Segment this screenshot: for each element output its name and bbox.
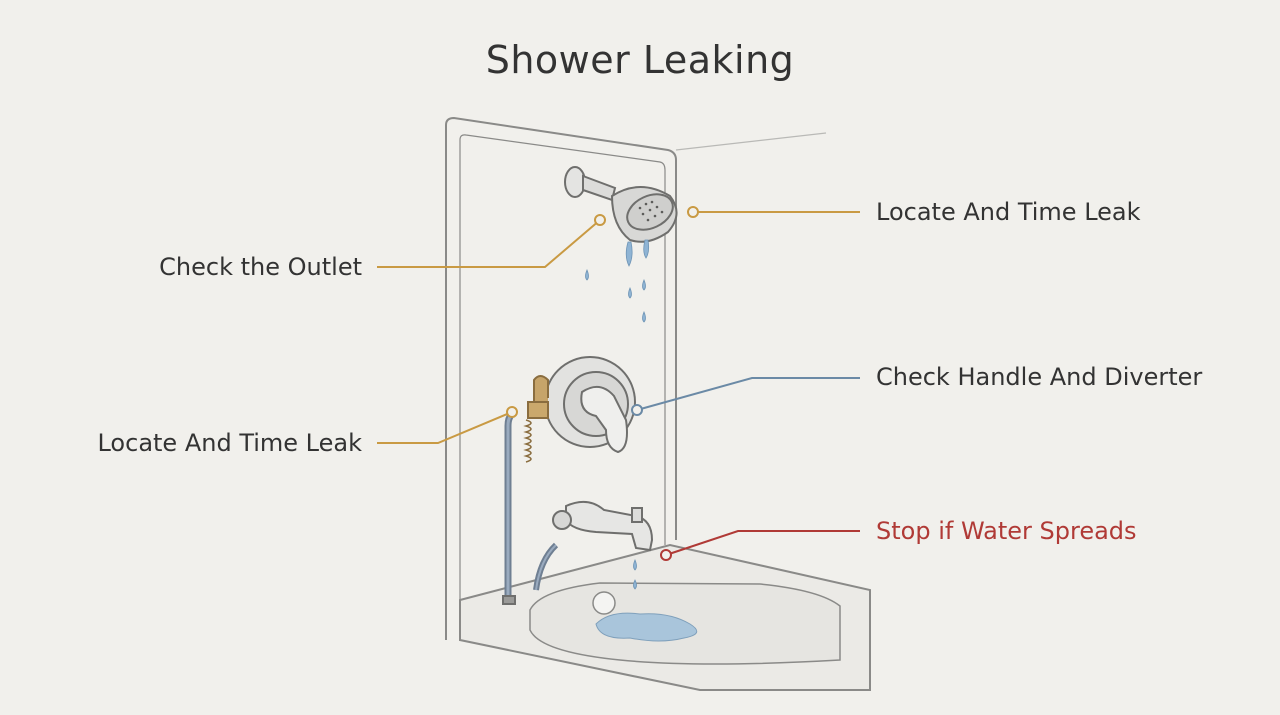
tub-spout [533, 500, 654, 591]
wall-panel [445, 116, 827, 640]
callout-showerhead-label: Locate And Time Leak [876, 198, 1141, 226]
callout-supply-label: Locate And Time Leak [97, 429, 362, 457]
shower-valve [544, 356, 636, 454]
water-puddle [595, 612, 698, 642]
leader-spout [665, 530, 860, 556]
leader-supply [377, 411, 513, 444]
callout-leaders [377, 206, 860, 561]
leader-outlet [377, 219, 601, 268]
callout-outlet-label: Check the Outlet [159, 253, 362, 281]
leader-handle-dot [631, 404, 643, 416]
leader-supply-dot [506, 406, 518, 418]
leader-handle [636, 377, 860, 411]
diagram-title: Shower Leaking [485, 38, 795, 82]
leader-showerhead-dot [687, 206, 699, 218]
callout-handle-label: Check Handle And Diverter [876, 363, 1203, 391]
shower-head-nozzles [638, 200, 664, 222]
leader-spout-dot [660, 549, 672, 561]
shower-head [564, 166, 678, 243]
callout-spout-label: Stop if Water Spreads [876, 517, 1137, 545]
leader-outlet-dot [594, 214, 606, 226]
water-drips [585, 239, 650, 590]
